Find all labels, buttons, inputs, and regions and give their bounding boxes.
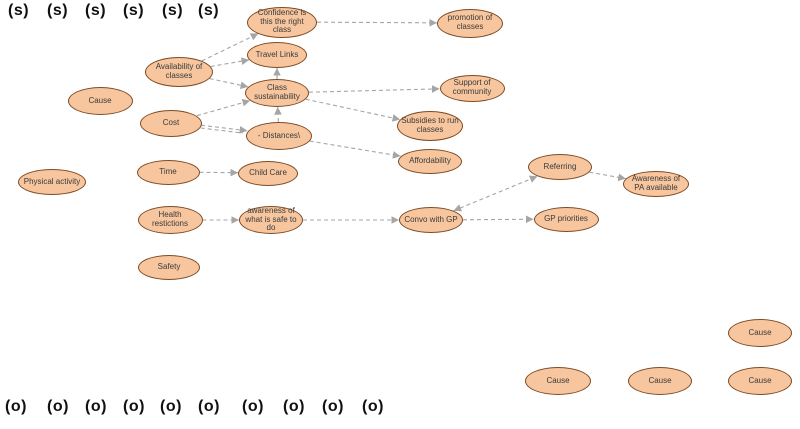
node-sustainability[interactable]: Class sustainability: [245, 79, 309, 107]
s-marker: (s): [85, 2, 107, 19]
s-marker: (s): [8, 2, 30, 19]
edge-distances-sustainability: [274, 106, 282, 123]
edge-referring-awareness_pa: [589, 171, 626, 182]
node-affordability[interactable]: Affordability: [398, 148, 462, 174]
s-marker: (s): [47, 2, 69, 19]
edge-convo-gp_priorities: [462, 215, 534, 224]
o-marker: (o): [198, 398, 220, 415]
edge-availability-travel: [210, 57, 250, 68]
edge-sustainability-support: [308, 85, 440, 93]
node-health[interactable]: Health restictions: [137, 206, 203, 234]
node-subsidies[interactable]: Subsidies to run classes: [397, 111, 463, 141]
edge-sustainability-subsidies: [305, 98, 401, 122]
node-support[interactable]: Support of community: [439, 74, 505, 102]
o-marker: (o): [5, 398, 27, 415]
s-marker: (s): [162, 2, 184, 19]
node-physical[interactable]: Physical activity: [18, 169, 86, 195]
node-convo[interactable]: Convo with GP: [399, 207, 463, 233]
node-cause5[interactable]: Cause: [728, 367, 792, 395]
node-referring[interactable]: Referring: [528, 154, 592, 180]
s-marker: (s): [123, 2, 145, 19]
node-cause2[interactable]: Cause: [728, 319, 792, 347]
edge-cost-distances: [200, 127, 244, 134]
node-distances[interactable]: - Distances\: [246, 122, 312, 150]
node-time[interactable]: Time: [136, 159, 200, 185]
o-marker: (o): [283, 398, 305, 415]
node-cause4[interactable]: Cause: [628, 367, 692, 395]
o-marker: (o): [160, 398, 182, 415]
node-travel[interactable]: Travel Links: [247, 42, 307, 68]
edge-convo-referring: [453, 175, 538, 212]
o-marker: (o): [85, 398, 107, 415]
o-marker: (o): [242, 398, 264, 415]
o-marker: (o): [47, 398, 69, 415]
edge-cost-distances: [200, 124, 248, 134]
node-cause3[interactable]: Cause: [525, 367, 591, 395]
node-cause1[interactable]: Cause: [67, 87, 133, 115]
node-safety[interactable]: Safety: [138, 254, 200, 280]
node-promotion[interactable]: promotion of classes: [437, 8, 503, 38]
edge-availability-sustainability: [209, 78, 249, 89]
node-availability[interactable]: Availability of classes: [145, 57, 213, 87]
edge-distances-affordability: [309, 140, 401, 159]
s-marker: (s): [198, 2, 220, 19]
node-childcare[interactable]: Child Care: [238, 160, 298, 186]
edge-confidence-promotion: [316, 18, 438, 27]
node-awareness_pa[interactable]: Awareness of PA available: [623, 171, 689, 197]
o-marker: (o): [322, 398, 344, 415]
edge-cost-sustainability: [196, 98, 251, 117]
o-marker: (o): [123, 398, 145, 415]
node-awareness_safe[interactable]: awareness of what is safe to do: [239, 206, 303, 234]
node-confidence[interactable]: Confidence is this the right class: [247, 6, 317, 38]
node-gp_priorities[interactable]: GP priorities: [533, 206, 599, 232]
o-marker: (o): [362, 398, 384, 415]
node-cost[interactable]: Cost: [140, 109, 202, 137]
edge-availability-confidence: [201, 32, 259, 62]
